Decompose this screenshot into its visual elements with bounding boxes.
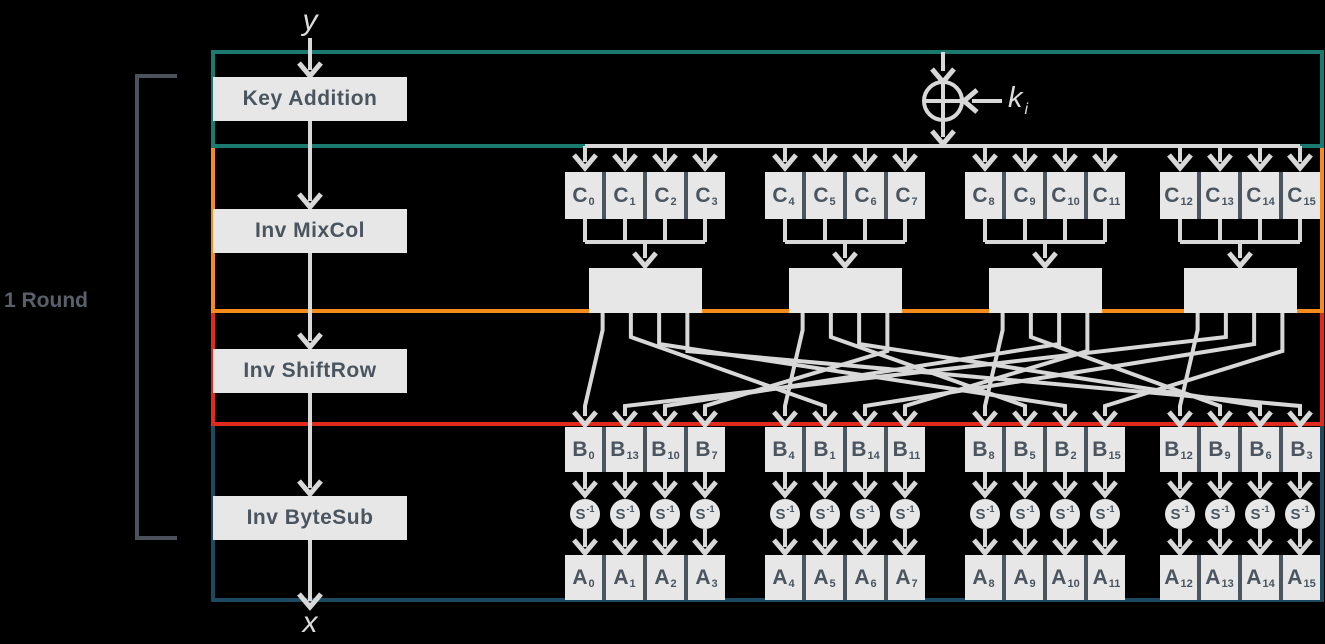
inverse-sbox-node: S-1 (1285, 499, 1315, 529)
round-key-letter: k (1008, 82, 1023, 114)
inverse-sbox-node: S-1 (770, 499, 800, 529)
inverse-sbox-node: S-1 (1050, 499, 1080, 529)
input-label-y: y (302, 4, 318, 37)
inverse-sbox-node: S-1 (1010, 499, 1040, 529)
inverse-sbox-node: S-1 (690, 499, 720, 529)
xor-icon (922, 52, 1002, 148)
output-label-x: x (302, 606, 318, 639)
key-addition-box: Key Addition (213, 77, 407, 121)
inverse-sbox-node: S-1 (610, 499, 640, 529)
inverse-sbox-node: S-1 (1245, 499, 1275, 529)
round-key-subscript: i (1024, 101, 1029, 118)
inv-mixcol-box: Inv MixCol (213, 209, 407, 253)
inv-mixcol-op-box (788, 268, 902, 313)
inv-mixcol-op-box (588, 268, 702, 313)
inv-mixcol-op-box (1183, 268, 1297, 313)
inverse-sbox-node: S-1 (850, 499, 880, 529)
inverse-sbox-node: S-1 (570, 499, 600, 529)
one-round-label: 1 Round (4, 289, 88, 312)
inverse-sbox-node: S-1 (1165, 499, 1195, 529)
inv-bytesub-box: Inv ByteSub (213, 496, 407, 540)
inverse-sbox-node: S-1 (1205, 499, 1235, 529)
inverse-sbox-node: S-1 (1090, 499, 1120, 529)
inverse-sbox-node: S-1 (970, 499, 1000, 529)
round-bracket (135, 74, 177, 540)
inverse-sbox-node: S-1 (810, 499, 840, 529)
inverse-sbox-node: S-1 (650, 499, 680, 529)
inverse-sbox-node: S-1 (890, 499, 920, 529)
inv-shiftrow-box: Inv ShiftRow (213, 349, 407, 393)
inv-mixcol-op-box (988, 268, 1102, 313)
